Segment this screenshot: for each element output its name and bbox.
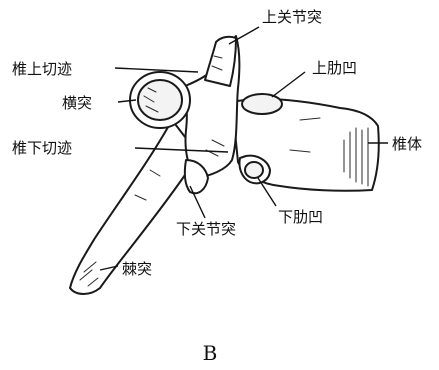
transverse-costal-facet — [138, 80, 182, 120]
superior-costal-facet-shape — [242, 94, 282, 114]
label-superior-vertebral-notch: 椎上切迹 — [12, 60, 72, 78]
figure-caption: B — [203, 341, 218, 365]
superior-articular-process-shape — [205, 37, 236, 86]
label-inferior-costal-facet: 下肋凹 — [278, 208, 323, 226]
label-vertebral-body: 椎体 — [392, 135, 422, 153]
label-superior-costal-facet: 上肋凹 — [312, 59, 357, 77]
inferior-costal-facet-inner — [245, 162, 263, 178]
label-superior-articular-process: 上关节突 — [262, 8, 322, 26]
label-inferior-articular-process: 下关节突 — [176, 220, 236, 238]
leader-superior-costal — [272, 72, 305, 97]
label-spinous-process: 棘突 — [122, 260, 152, 278]
label-inferior-vertebral-notch: 椎下切迹 — [12, 139, 72, 157]
leader-superior-articular — [229, 27, 259, 44]
label-transverse-process: 横突 — [62, 94, 92, 112]
